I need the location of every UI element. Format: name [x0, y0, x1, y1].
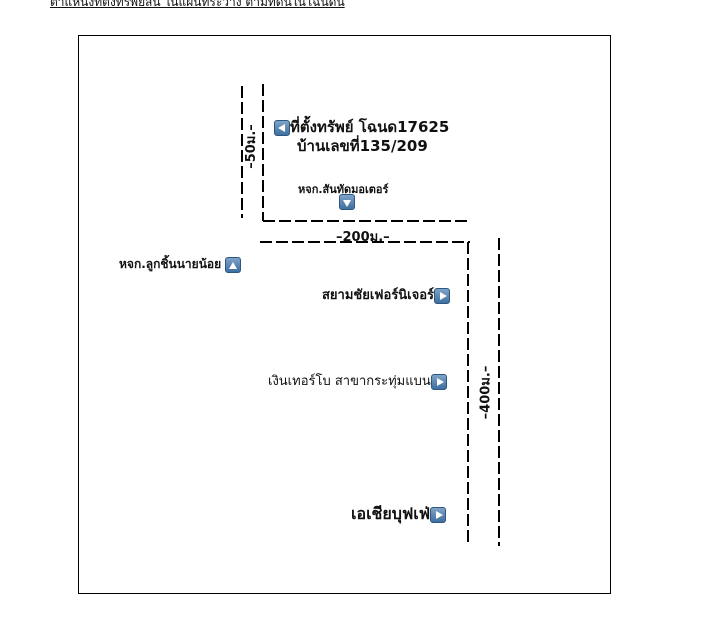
landmark-luk-chin: หจก.ลูกชิ้นนายน้อย — [119, 255, 242, 274]
header-text: ตำแหน่งที่ตั้งทรัพย์สิน ในแผนที่ระวาง ตา… — [50, 0, 345, 9]
luk-chin-label: หจก.ลูกชิ้นนายน้อย — [119, 257, 222, 271]
property-house-number: บ้านเลขที่135/209 — [297, 137, 428, 155]
landmark-siam-chai: สยามชัยเฟอร์นิเจอร์ — [322, 284, 451, 305]
right-arrow-icon — [430, 506, 447, 523]
map-frame — [78, 35, 611, 594]
property-label: ที่ตั้งทรัพย์ โฉนด17625 — [274, 115, 449, 139]
property-line1: ที่ตั้งทรัพย์ โฉนด17625 — [290, 118, 450, 136]
left-arrow-icon — [274, 119, 290, 136]
landmark-ngern-turbo: เงินเทอร์โบ สาขากระทุ่มแบน — [268, 370, 447, 391]
landmark-santad-motor: หจก.สันทัดมอเตอร์ — [298, 183, 389, 196]
right-arrow-icon — [434, 287, 451, 304]
dimension-200m: –200ม.– — [336, 230, 390, 245]
up-arrow-icon — [225, 256, 242, 273]
dimension-50m: –50ม.– — [243, 124, 259, 169]
landmark-asia-buffet: เอเชียบุฟเฟ่ — [351, 502, 447, 527]
down-arrow-icon — [339, 194, 355, 210]
dimension-400m: –400ม.– — [478, 365, 494, 420]
siam-chai-label: สยามชัยเฟอร์นิเจอร์ — [322, 288, 435, 303]
ngern-turbo-label: เงินเทอร์โบ สาขากระทุ่มแบน — [268, 374, 431, 389]
right-arrow-icon — [430, 373, 447, 390]
asia-buffet-label: เอเชียบุฟเฟ่ — [351, 504, 431, 523]
